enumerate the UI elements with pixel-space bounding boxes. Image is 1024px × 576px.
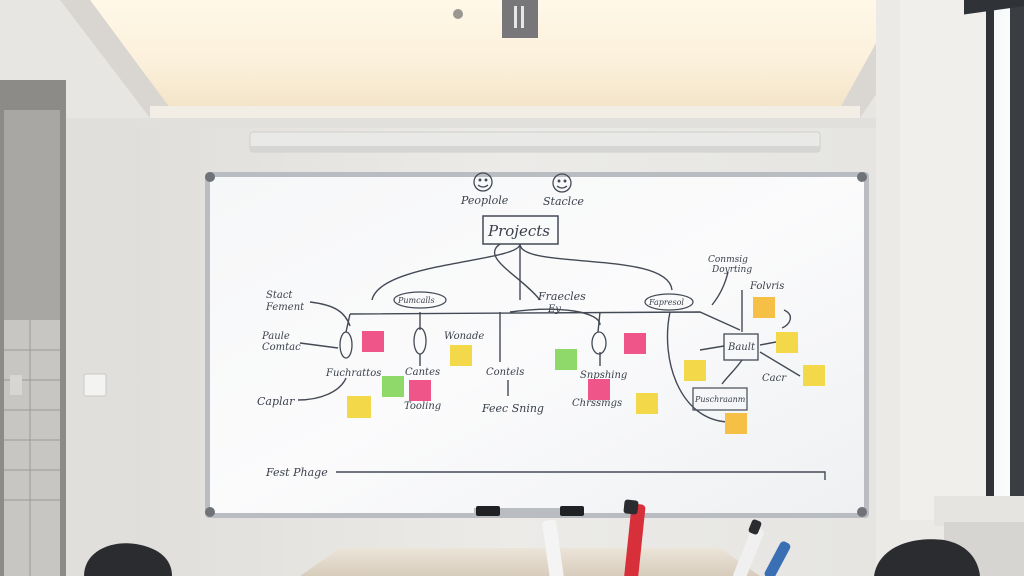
whiteboard-marker[interactable] (476, 506, 500, 516)
label-doyrting: Doyrting (711, 265, 752, 275)
label-comtac: Comtac (262, 342, 301, 353)
whiteboard-eraser[interactable] (560, 506, 584, 516)
light-switch[interactable] (84, 374, 106, 396)
conference-table (300, 548, 760, 576)
sticky-note[interactable] (409, 380, 431, 401)
label-peoplole: Peoplole (460, 194, 509, 207)
sticky-note[interactable] (636, 393, 658, 414)
label-contels: Contels (486, 367, 524, 378)
sticky-note[interactable] (803, 365, 825, 386)
label-cacr: Cacr (762, 373, 787, 384)
sticky-note[interactable] (624, 333, 646, 354)
label-conmsig: Conmsig (708, 255, 748, 265)
label-pumcalls: Pumcalls (397, 296, 435, 305)
label-caplar: Caplar (257, 395, 295, 408)
label-wonade: Wonade (444, 331, 484, 342)
label-projects: Projects (487, 222, 550, 240)
board-corner (857, 172, 867, 182)
board-corner (205, 172, 215, 182)
label-fapresol: Fapresol (648, 298, 684, 307)
marker-cap (623, 499, 638, 514)
sticky-note[interactable] (588, 379, 610, 400)
sticky-note[interactable] (450, 345, 472, 366)
sticky-note[interactable] (347, 396, 371, 418)
label-fest-phage: Fest Phage (265, 466, 328, 479)
sticky-note[interactable] (776, 332, 798, 353)
label-staclce: Staclce (543, 195, 584, 208)
ceiling-sprinkler (453, 9, 463, 19)
label-fraecles: Fraecles (537, 290, 586, 303)
label-ey: Ey (547, 304, 561, 315)
sticky-note[interactable] (382, 376, 404, 397)
sticky-note[interactable] (725, 413, 747, 434)
sticky-note[interactable] (555, 349, 577, 370)
label-fement: Fement (265, 302, 305, 313)
sticky-note[interactable] (753, 297, 775, 318)
label-puschraanm: Puschraanm (694, 395, 746, 404)
wall-column (66, 120, 136, 576)
projector-screen-housing (250, 132, 820, 152)
sticky-note[interactable] (362, 331, 384, 352)
label-cantes: Cantes (405, 367, 440, 378)
window (876, 0, 1024, 576)
label-fuchrattos: Fuchrattos (325, 368, 381, 379)
label-paule: Paule (261, 331, 290, 342)
label-folvris: Folvris (749, 281, 784, 292)
label-tooling: Tooling (404, 401, 441, 412)
label-feec-sning: Feec Sning (481, 402, 544, 415)
sticky-note[interactable] (684, 360, 706, 381)
board-corner (857, 507, 867, 517)
label-bault: Bault (727, 342, 756, 353)
board-corner (205, 507, 215, 517)
label-stact: Stact (266, 290, 293, 301)
ceiling-vent (502, 0, 538, 38)
glass-door (0, 80, 66, 576)
